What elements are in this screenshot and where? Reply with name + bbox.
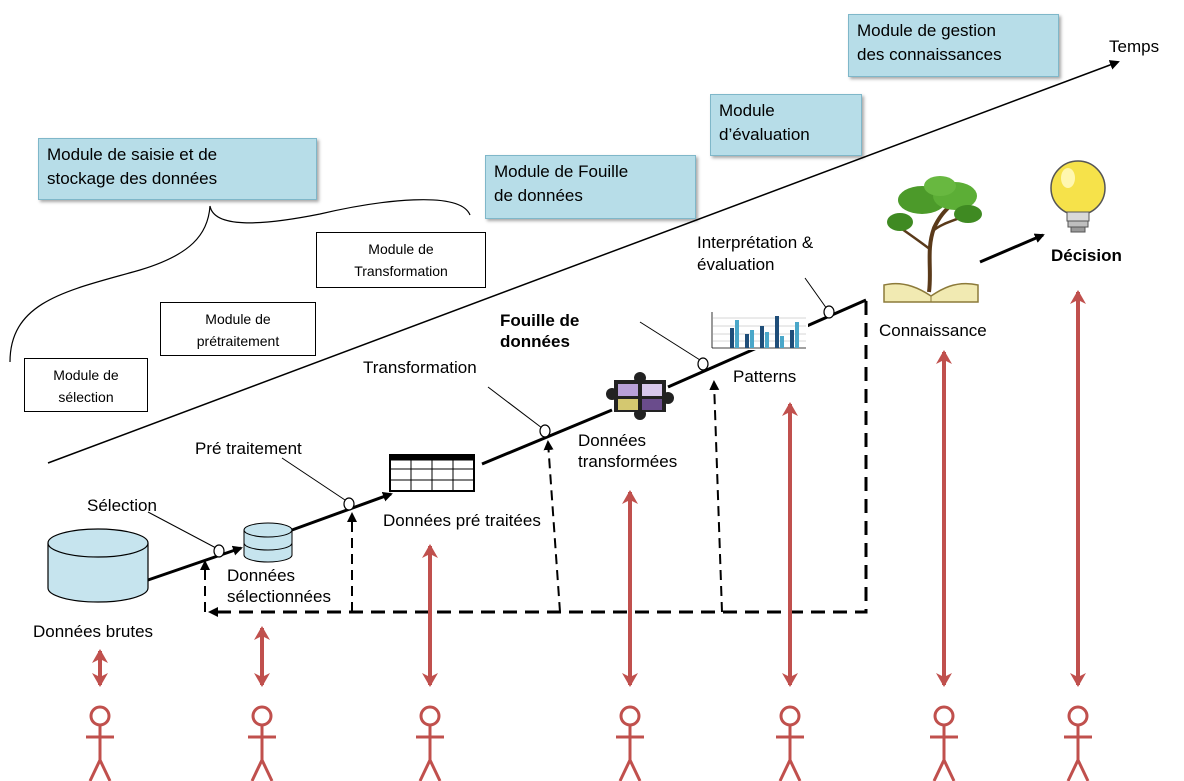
step-node-pretraitement bbox=[343, 497, 355, 511]
time-axis-line bbox=[47, 60, 1120, 464]
data-transformees-label: Données transformées bbox=[578, 431, 678, 471]
step-transformation-label: Transformation bbox=[363, 358, 477, 377]
leader-selection bbox=[147, 511, 217, 549]
module-selection-box: Module de sélection bbox=[24, 358, 148, 412]
step-node-transformation bbox=[539, 424, 551, 438]
user-stick-figure-icon bbox=[1064, 705, 1092, 781]
user-stick-figure-icon bbox=[86, 705, 114, 781]
user-stick-figure-icon bbox=[616, 705, 644, 781]
step-node-selection bbox=[213, 544, 225, 558]
module-pretraitement-box: Module de prétraitement bbox=[160, 302, 316, 356]
module-transformation-box: Module de Transformation bbox=[316, 232, 486, 288]
module-brace bbox=[9, 199, 471, 363]
leader-transformation bbox=[487, 386, 543, 429]
leader-pretraitement bbox=[281, 457, 346, 501]
user-stick-figure-icon bbox=[776, 705, 804, 781]
process-line-1 bbox=[147, 545, 243, 582]
data-brutes-label: Données brutes bbox=[33, 622, 154, 641]
module-fouille-box: Module de Fouille de données bbox=[485, 155, 696, 219]
data-connaissance-label: Connaissance bbox=[879, 321, 987, 340]
time-axis-label: Temps bbox=[1109, 37, 1160, 56]
leader-interpretation bbox=[804, 277, 828, 310]
bar-chart-icon bbox=[708, 310, 808, 350]
user-interactions bbox=[86, 290, 1092, 781]
process-line-2 bbox=[291, 492, 393, 532]
step-node-interpretation bbox=[823, 305, 835, 319]
puzzle-icon bbox=[606, 372, 674, 420]
small-database-icon bbox=[243, 522, 293, 563]
data-decision-label: Décision bbox=[1051, 246, 1122, 265]
module-gestion-box: Module de gestion des connaissances bbox=[848, 14, 1059, 77]
user-stick-figure-icon bbox=[248, 705, 276, 781]
module-evaluation-box: Module d’évaluation bbox=[710, 94, 862, 156]
database-cylinder-icon bbox=[47, 528, 149, 603]
data-selectionnees-label: Données sélectionnées bbox=[227, 566, 331, 606]
data-pretraitees-label: Données pré traitées bbox=[383, 511, 541, 530]
step-selection-label: Sélection bbox=[87, 496, 157, 515]
step-node-fouille bbox=[697, 357, 709, 371]
user-stick-figure-icon bbox=[416, 705, 444, 781]
process-line-5 bbox=[979, 233, 1045, 264]
lightbulb-icon bbox=[1050, 160, 1106, 233]
step-fouille-label: Fouille de données bbox=[500, 311, 580, 351]
user-stick-figure-icon bbox=[930, 705, 958, 781]
data-patterns-label: Patterns bbox=[733, 367, 797, 386]
leader-fouille bbox=[639, 321, 701, 361]
tree-book-icon bbox=[883, 176, 982, 303]
step-interpretation-label: Interprétation & évaluation bbox=[697, 233, 814, 274]
module-saisie-box: Module de saisie et de stockage des donn… bbox=[38, 138, 317, 200]
step-pretraitement-label: Pré traitement bbox=[195, 439, 302, 458]
table-grid-icon bbox=[389, 454, 475, 492]
